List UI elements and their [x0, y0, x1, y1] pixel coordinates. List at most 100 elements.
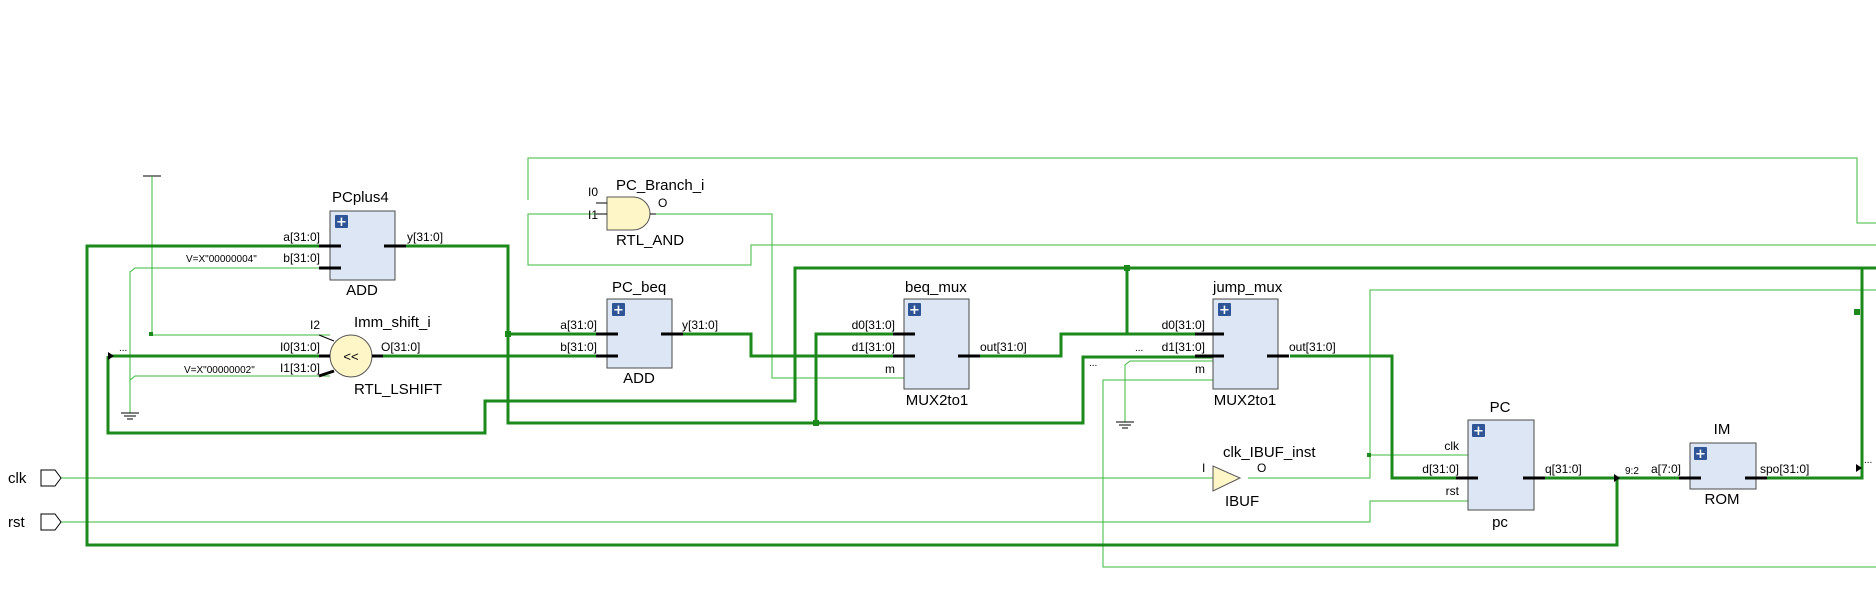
expand-button[interactable] [1694, 447, 1707, 460]
pin-label: y[31:0] [407, 230, 443, 244]
wire-and-i1-loop[interactable] [527, 213, 1876, 266]
bus-jump-out[interactable] [1290, 354, 1478, 480]
pin-label: a[31:0] [560, 318, 597, 332]
bus-slice-label: 9:2 [1625, 466, 1639, 477]
pin-label: I1 [588, 208, 598, 222]
junction-dot [1854, 309, 1860, 315]
pin-label: q[31:0] [1545, 462, 1582, 476]
bus-lshift-loop[interactable] [106, 266, 1876, 435]
pin-label: I1[31:0] [280, 361, 320, 375]
block-name: jump_mux [1212, 279, 1283, 296]
pin-label: out[31:0] [1289, 340, 1336, 354]
block-pc[interactable]: PC + clk d[31:0] rst q[31:0] pc [1422, 399, 1581, 531]
wire-gnd-mid[interactable] [1124, 360, 1225, 422]
ellipsis-label: ... [119, 343, 127, 354]
wires [61, 157, 1876, 568]
expand-button[interactable] [612, 303, 625, 316]
block-type: MUX2to1 [906, 392, 969, 409]
block-jump-mux[interactable]: jump_mux + d0[31:0] d1[31:0] m out[31:0]… [1162, 279, 1336, 409]
wire-jump-m[interactable] [1102, 379, 1876, 568]
pin-label: O [1257, 461, 1266, 475]
block-im[interactable]: IM + a[7:0] spo[31:0] ROM [1651, 421, 1809, 508]
block-type: ROM [1705, 491, 1740, 508]
primitive-and-gate[interactable]: PC_Branch_i I0 I1 O RTL_AND [588, 177, 704, 249]
wire-gnd-left[interactable] [129, 267, 330, 413]
wire-clk-ibuf-out[interactable] [1248, 289, 1876, 479]
primitive-type: RTL_AND [616, 232, 684, 249]
buffer-icon[interactable] [1212, 465, 1242, 492]
expand-button[interactable] [1218, 303, 1231, 316]
junction-dot [149, 332, 153, 336]
pin-label: O [658, 196, 667, 210]
port-rst-label: rst [8, 514, 25, 531]
expand-button[interactable] [908, 303, 921, 316]
junction-arrow [1614, 474, 1620, 482]
wire-rst[interactable] [61, 500, 1478, 523]
pin-label: spo[31:0] [1760, 462, 1809, 476]
primitive-name: clk_IBUF_inst [1223, 444, 1316, 461]
block-pc-beq[interactable]: PC_beq + a[31:0] b[31:0] y[31:0] ADD [560, 279, 718, 387]
wire-gnd-left-2[interactable] [129, 375, 330, 381]
pin-label: I [1202, 461, 1205, 475]
junction-arrow [1856, 464, 1862, 472]
pin-label: a[31:0] [283, 230, 320, 244]
block-name: PC [1490, 399, 1511, 416]
bus-beq-out[interactable] [972, 332, 1217, 358]
expand-icon: + [336, 215, 347, 230]
expand-icon: + [1473, 424, 1484, 439]
primitive-ibuf[interactable]: clk_IBUF_inst I O IBUF [1202, 444, 1316, 510]
junction-dot [1367, 453, 1371, 457]
constant-four-label: V=X"00000004" [186, 254, 257, 265]
bus-pcplus4-out[interactable] [395, 244, 1217, 425]
port-clk-shape[interactable] [40, 469, 62, 487]
pin-label: O[31:0] [381, 340, 420, 354]
bus-pc-loop[interactable] [85, 244, 1619, 547]
pin-label: rst [1446, 484, 1460, 498]
pin-label: m [1195, 362, 1205, 376]
wire-feedback-top[interactable] [527, 157, 1876, 224]
pin-label: y[31:0] [682, 318, 718, 332]
expand-button[interactable] [1472, 424, 1485, 437]
junction-dot [505, 331, 511, 337]
block-name: PCplus4 [332, 189, 389, 206]
block-type: ADD [346, 282, 378, 299]
expand-button[interactable] [335, 215, 348, 228]
port-rst[interactable]: rst [8, 513, 62, 531]
bus-beq-to-d0[interactable] [814, 332, 915, 423]
wire-and-to-beq-m[interactable] [656, 213, 915, 379]
ground-symbol [1116, 421, 1134, 429]
bus-pcbeq-out[interactable] [675, 332, 915, 358]
ground-symbol [121, 412, 139, 420]
expand-icon: + [1219, 303, 1230, 318]
primitive-type: RTL_LSHIFT [354, 381, 442, 398]
pin-label: a[7:0] [1651, 462, 1681, 476]
pin-label: clk [1444, 439, 1460, 453]
expand-icon: + [909, 303, 920, 318]
bus-im-out[interactable] [1767, 266, 1876, 480]
pin-label: I2 [310, 318, 320, 332]
junction-arrow [108, 352, 114, 360]
junction-dot [1124, 265, 1130, 271]
block-name: PC_beq [612, 279, 666, 296]
pin-label: I0[31:0] [280, 340, 320, 354]
block-type: pc [1492, 514, 1508, 531]
constant-two-label: V=X"00000002" [184, 365, 255, 376]
port-clk[interactable]: clk [8, 469, 62, 487]
ellipsis-label: ... [1864, 455, 1872, 466]
pin-label: d[31:0] [1422, 462, 1459, 476]
pin-label: d1[31:0] [1162, 340, 1205, 354]
expand-icon: + [613, 303, 624, 318]
pin-label: d0[31:0] [852, 318, 895, 332]
expand-icon: + [1695, 447, 1706, 462]
port-rst-shape[interactable] [40, 513, 62, 531]
and-gate-icon[interactable] [606, 196, 651, 231]
block-pcplus4[interactable]: PCplus4 + a[31:0] b[31:0] y[31:0] ADD [283, 189, 443, 299]
primitive-name: PC_Branch_i [616, 177, 704, 194]
block-type: ADD [623, 370, 655, 387]
power-symbols [121, 175, 1134, 429]
primitive-lshift[interactable]: Imm_shift_i << I2 I0[31:0] I1[31:0] O[31… [280, 314, 442, 398]
block-beq-mux[interactable]: beq_mux + d0[31:0] d1[31:0] m out[31:0] … [852, 279, 1027, 409]
primitive-type: IBUF [1225, 493, 1259, 510]
lshift-symbol: << [343, 349, 358, 364]
